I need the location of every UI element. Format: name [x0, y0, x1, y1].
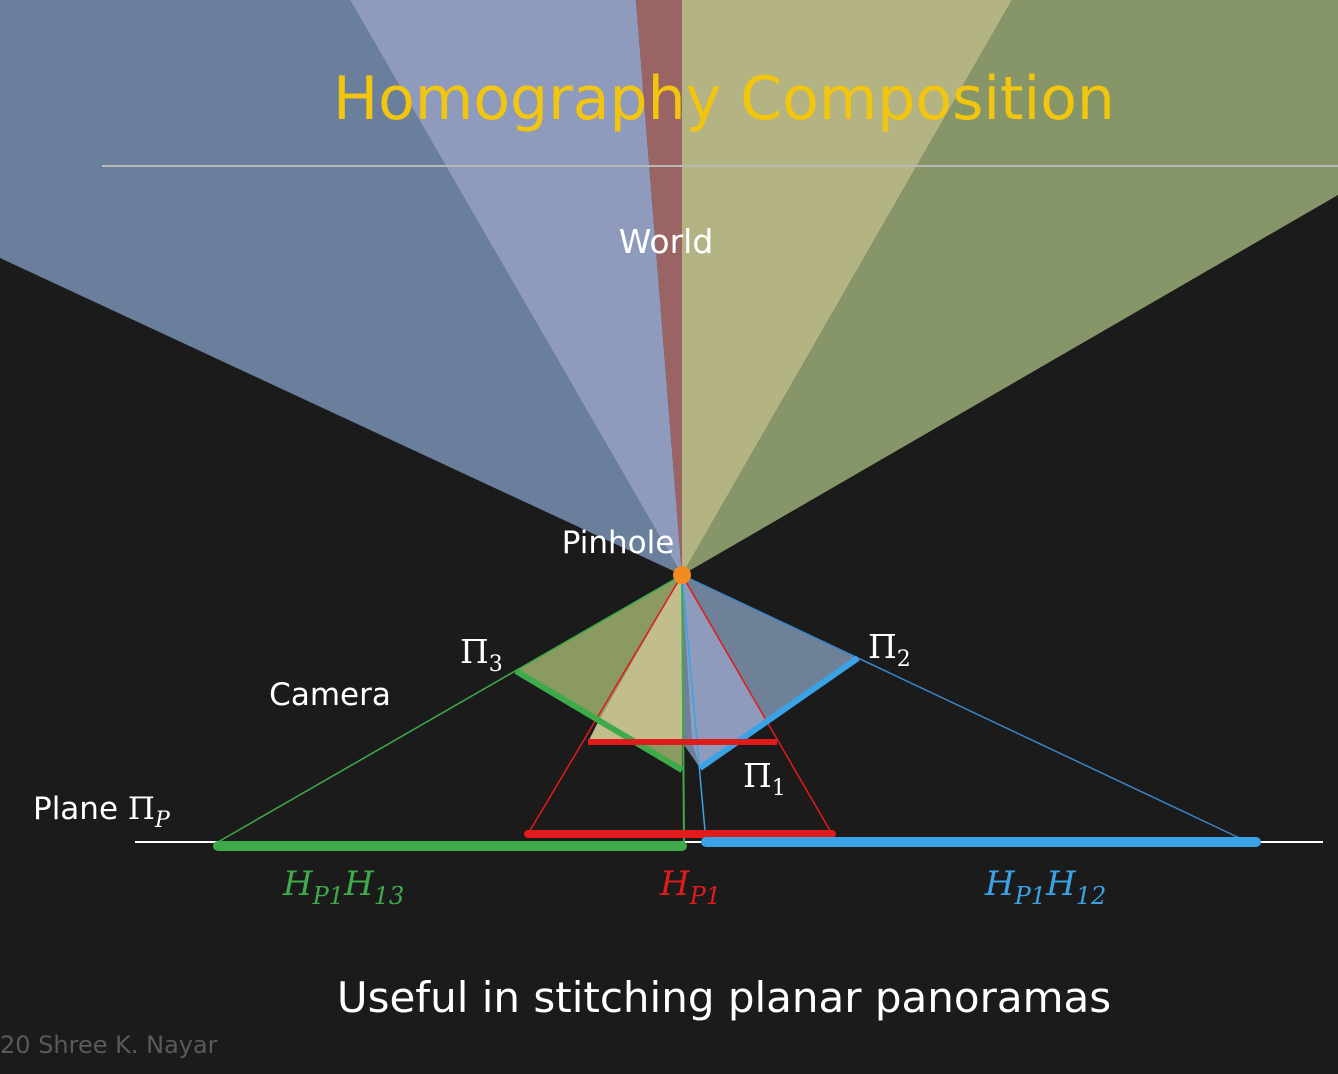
plane-pi-symbol: Π — [128, 791, 155, 827]
pi1-label: Π1 — [743, 756, 786, 801]
pi2-symbol: Π — [868, 627, 897, 666]
world-fan-blue-outer — [0, 0, 682, 575]
pi2-image-plane — [698, 655, 860, 771]
h-p1-h12-label: HP1H12 — [984, 864, 1106, 910]
green-ray-left — [217, 574, 683, 843]
h12-h2: H — [1045, 864, 1077, 904]
slide-caption: Useful in stitching planar panoramas — [337, 973, 1111, 1022]
pi3-label: Π3 — [460, 632, 503, 677]
red-ray-right — [681, 574, 833, 835]
h13-h2: H — [343, 864, 375, 904]
pi1-subscript: 1 — [772, 776, 786, 801]
pinhole-point — [673, 566, 691, 584]
camera-region-lightblue — [682, 575, 767, 768]
pi1-symbol: Π — [743, 756, 772, 795]
world-fan-red-beam — [636, 0, 682, 575]
pi3-image-plane — [514, 668, 684, 773]
slide-title: Homography Composition — [333, 64, 1115, 134]
h12-h1: H — [984, 864, 1016, 904]
h12-sub1: P1 — [1014, 882, 1046, 910]
hp1-sub: P1 — [689, 882, 721, 910]
world-fan-blue-inner — [350, 0, 682, 575]
h13-sub1: P1 — [312, 882, 344, 910]
green-ray-center — [681, 574, 685, 843]
world-label: World — [619, 222, 714, 261]
pi2-subscript: 2 — [897, 647, 911, 672]
world-fan-green — [682, 0, 1338, 575]
h-p1-label: HP1 — [659, 864, 721, 910]
h-p1-h13-label: HP1H13 — [282, 864, 404, 910]
hp1-h: H — [659, 864, 691, 904]
camera-label: Camera — [269, 677, 391, 713]
h13-h1: H — [282, 864, 314, 904]
pi3-subscript: 3 — [489, 652, 503, 677]
blue-ray-right — [681, 574, 1249, 843]
pinhole-label: Pinhole — [562, 525, 675, 561]
camera-region-yellow — [588, 575, 682, 742]
h12-sub2: 12 — [1076, 882, 1107, 910]
plane-label: Plane ΠP — [33, 791, 171, 833]
copyright-text: 20 Shree K. Nayar — [0, 1031, 218, 1059]
red-ray-left — [527, 574, 683, 835]
plane-pi-subscript: P — [154, 808, 171, 833]
pi2-label: Π2 — [868, 627, 911, 672]
h13-sub2: 13 — [374, 882, 405, 910]
blue-ray-center — [681, 574, 707, 843]
pi3-symbol: Π — [460, 632, 489, 671]
plane-word: Plane — [33, 791, 128, 827]
